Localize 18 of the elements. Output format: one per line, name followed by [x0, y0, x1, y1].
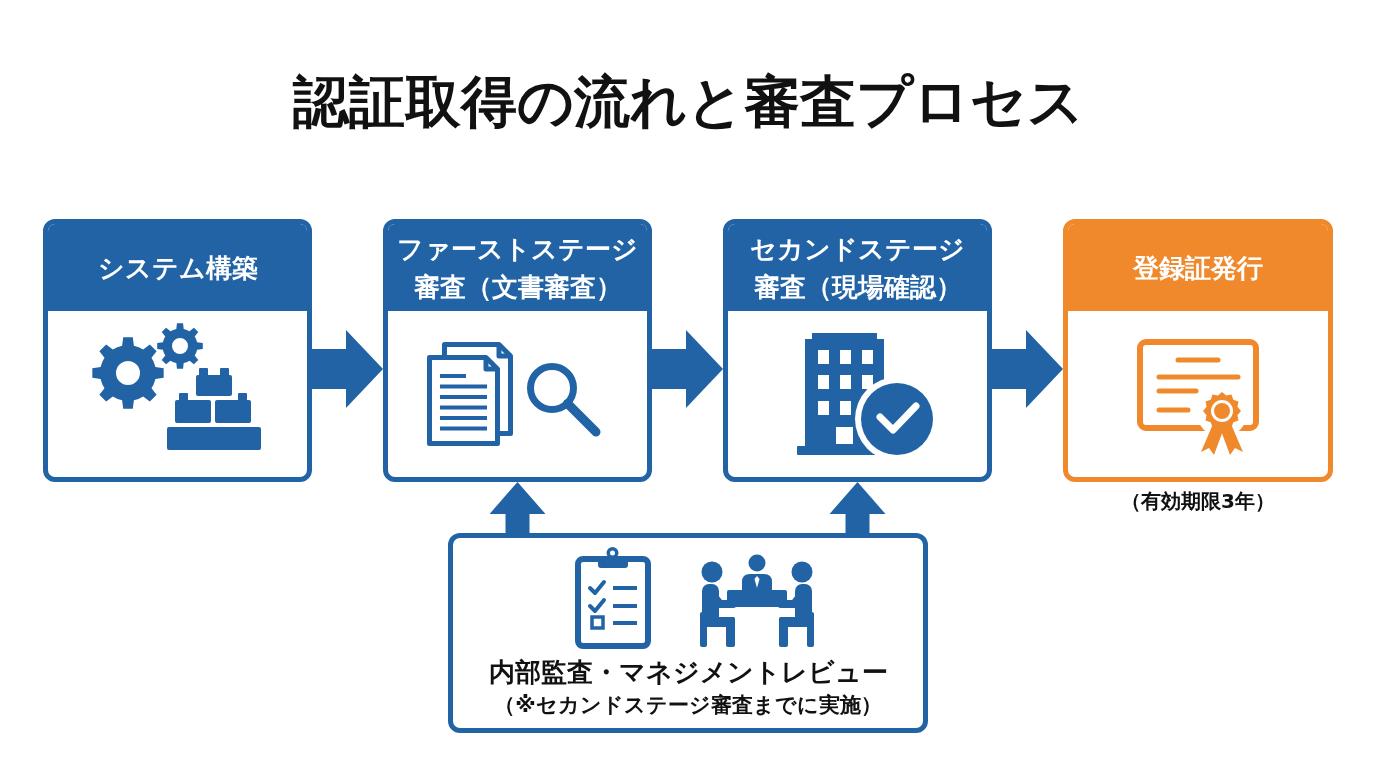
step-header: ファーストステージ審査（文書審査） — [388, 224, 647, 311]
arrow — [312, 330, 383, 408]
review-note: （※セカンドステージ審査までに実施） — [494, 692, 882, 718]
process-box — [383, 219, 652, 482]
arrow — [829, 482, 886, 533]
step-header: システム構築 — [48, 224, 307, 311]
arrow — [992, 330, 1063, 408]
review-box — [448, 533, 928, 733]
process-box — [43, 219, 312, 482]
node-caption: （有効期限3年） — [1121, 488, 1275, 514]
process-box — [1063, 219, 1333, 482]
step-header: 登録証発行 — [1068, 224, 1328, 311]
review-title: 内部監査・マネジメントレビュー — [488, 656, 888, 688]
process-box — [723, 219, 992, 482]
arrow — [652, 330, 723, 408]
step-header: セカンドステージ審査（現場確認） — [728, 224, 987, 311]
title: 認証取得の流れと審査プロセス — [292, 68, 1084, 136]
arrow — [489, 482, 546, 533]
